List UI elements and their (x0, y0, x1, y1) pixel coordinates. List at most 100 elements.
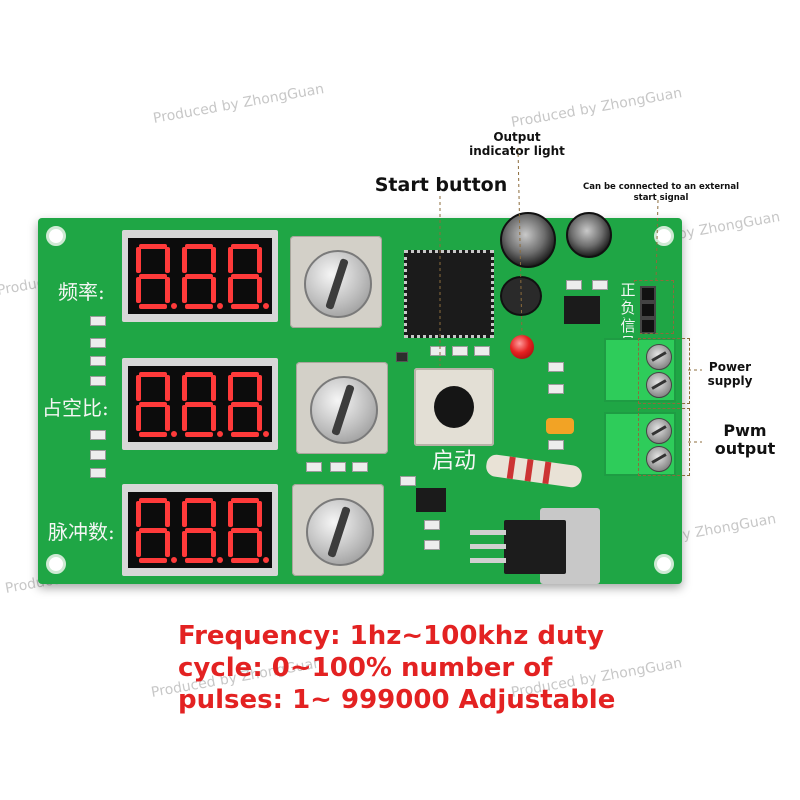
decimal-point (217, 431, 223, 437)
smd-resistor (90, 376, 106, 386)
digit-segment (257, 531, 262, 557)
digit-segment (257, 277, 262, 303)
digit-segment (228, 531, 233, 557)
spec-caption-line-3: pulses: 1~ 999000 Adjustable (178, 685, 616, 715)
power-terminal-block (604, 338, 676, 402)
digit-segment (165, 531, 170, 557)
decimal-point (263, 303, 269, 309)
decimal-point (171, 557, 177, 563)
smd-resistor (548, 440, 564, 450)
header-pin[interactable] (640, 286, 656, 302)
digit-segment (139, 402, 167, 407)
terminal-screw[interactable] (646, 446, 672, 472)
decimal-point (171, 303, 177, 309)
terminal-screw[interactable] (646, 344, 672, 370)
pulse-count-knob[interactable] (292, 484, 384, 576)
digit-segment (136, 277, 141, 303)
mount-hole (46, 554, 66, 574)
digit-segment (231, 304, 259, 309)
digit-segment (185, 372, 213, 377)
smd-resistor (90, 316, 106, 326)
digit-segment (185, 432, 213, 437)
digit-segment (231, 432, 259, 437)
header-pin[interactable] (640, 302, 656, 318)
frequency-display (122, 230, 278, 322)
smd-resistor (352, 462, 368, 472)
digit-segment (139, 528, 167, 533)
power-highlight (638, 338, 690, 404)
start-button-cap[interactable] (434, 386, 474, 428)
digit-segment (165, 277, 170, 303)
duty-cycle-display (122, 358, 278, 450)
driver-chip (564, 296, 600, 324)
annotation-start-button: Start button (374, 174, 508, 196)
digit-segment (231, 558, 259, 563)
spec-caption-line-1: Frequency: 1hz~100khz duty (178, 621, 604, 651)
spec-caption-line-2: cycle: 0~100% number of (178, 653, 553, 683)
annotation-power-supply: Power supply (707, 360, 753, 388)
decimal-point (217, 303, 223, 309)
small-chip (416, 488, 446, 512)
digit-segment (231, 498, 259, 503)
smd-resistor (430, 346, 446, 356)
digit-segment (165, 405, 170, 431)
digit-segment (185, 528, 213, 533)
digit-segment (231, 528, 259, 533)
digit-segment (136, 405, 141, 431)
digit-segment (231, 372, 259, 377)
digit-segment (228, 501, 233, 527)
pulse-count-label: 脉冲数: (46, 520, 117, 544)
start-button[interactable] (414, 368, 494, 446)
digit-segment (185, 304, 213, 309)
pulse-count-display (122, 484, 278, 576)
digit-segment (211, 247, 216, 273)
terminal-screw[interactable] (646, 418, 672, 444)
digit-segment (182, 501, 187, 527)
digit-segment (185, 498, 213, 503)
digit-segment (139, 244, 167, 249)
electrolytic-capacitor (566, 212, 612, 258)
digit-segment (139, 498, 167, 503)
smd-resistor (592, 280, 608, 290)
digit-segment (165, 247, 170, 273)
digit-segment (228, 247, 233, 273)
annotation-external-start: Can be connected to an external start si… (582, 182, 740, 203)
digit-segment (231, 402, 259, 407)
mount-hole (654, 554, 674, 574)
annotation-pwm-output: Pwm output (714, 421, 776, 458)
smd-resistor (90, 338, 106, 348)
digit-segment (231, 244, 259, 249)
mount-hole (654, 226, 674, 246)
mosfet (470, 508, 604, 584)
smd-resistor (424, 540, 440, 550)
digit-segment (136, 375, 141, 401)
digit-segment (165, 501, 170, 527)
digit-segment (139, 558, 167, 563)
digit-segment (257, 405, 262, 431)
decimal-point (263, 431, 269, 437)
digit-segment (165, 375, 170, 401)
tantalum-capacitor (546, 418, 574, 434)
digit-segment (257, 375, 262, 401)
smd-resistor (90, 450, 106, 460)
output-indicator-led (510, 335, 534, 359)
terminal-screw[interactable] (646, 372, 672, 398)
digit-segment (228, 405, 233, 431)
digit-segment (211, 501, 216, 527)
digit-segment (211, 531, 216, 557)
digit-segment (136, 247, 141, 273)
annotation-output-indicator: Output indicator light (469, 130, 565, 158)
digit-segment (211, 375, 216, 401)
digit-segment (231, 274, 259, 279)
digit-segment (185, 402, 213, 407)
duty-cycle-knob[interactable] (296, 362, 388, 454)
digit-segment (139, 304, 167, 309)
decimal-point (217, 557, 223, 563)
frequency-knob[interactable] (290, 236, 382, 328)
frequency-label: 频率: (56, 280, 107, 304)
decimal-point (263, 557, 269, 563)
digit-segment (185, 244, 213, 249)
duty-cycle-label: 占空比: (40, 396, 111, 420)
